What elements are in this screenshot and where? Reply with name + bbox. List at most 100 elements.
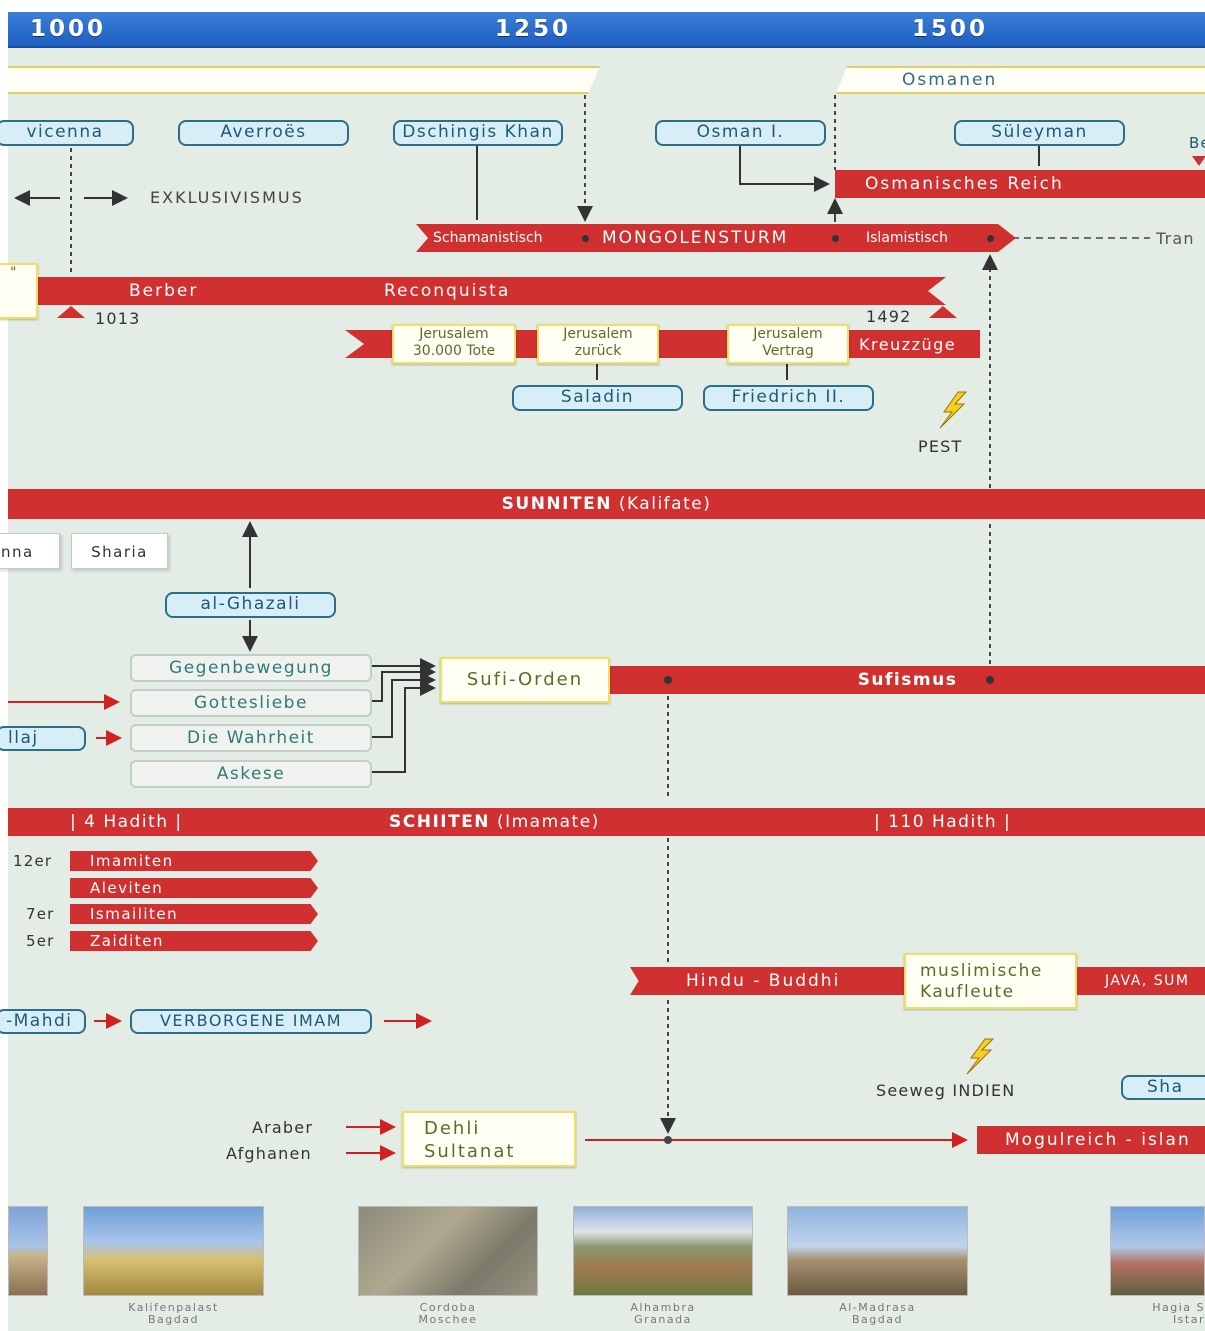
kreuzzuege-label: Kreuzzüge — [859, 335, 957, 354]
sunniten-rest: (Kalifate) — [618, 494, 712, 514]
band-sunniten: SUNNITEN (Kalifate) — [8, 489, 1205, 519]
thumbnail-kalifenpalast[interactable] — [83, 1206, 264, 1296]
caption-kalifenpalast-line2: Bagdad — [148, 1313, 199, 1326]
year-1013: 1013 — [95, 309, 141, 328]
box-jerusalem-tote-line1: Jerusalem — [419, 326, 489, 342]
schiiten-110-hadith: | 110 Hadith | — [874, 812, 1012, 832]
band-imamiten: Imamiten — [70, 851, 318, 871]
box-muslimische-kaufleute: muslimische Kaufleute — [904, 953, 1077, 1009]
thumbnail-cordoba[interactable] — [358, 1206, 538, 1296]
triangle-marker — [1192, 156, 1205, 166]
sufismus-dot-2 — [986, 676, 994, 684]
caption-alhambra-line1: Alhambra — [630, 1301, 696, 1314]
person-osman[interactable]: Osman I. — [655, 120, 826, 146]
box-jerusalem-vertrag: Jerusalem Vertrag — [727, 324, 849, 364]
tab-sharia[interactable]: Sharia — [71, 533, 168, 569]
trans-partial-label: Tran — [1156, 229, 1195, 248]
box-die-wahrheit: Die Wahrheit — [130, 724, 372, 752]
box-jerusalem-vertrag-line1: Jerusalem — [753, 326, 823, 342]
schia-num-12er: 12er — [13, 852, 53, 870]
band-osmanisches-reich: Osmanisches Reich — [835, 170, 1205, 198]
band-zaiditen: Zaiditen — [70, 931, 318, 951]
year-label-1250: 1250 — [495, 16, 572, 42]
thumbnail-al-madrasa[interactable] — [787, 1206, 968, 1296]
sufismus-dot-1 — [664, 676, 672, 684]
box-sufi-orden: Sufi-Orden — [440, 657, 610, 703]
person-al-ghazali[interactable]: al-Ghazali — [165, 592, 336, 618]
marker-1013 — [57, 306, 85, 318]
person-hallaj[interactable]: llaj — [0, 726, 86, 751]
box-jerusalem-tote-line2: 30.000 Tote — [412, 343, 496, 359]
box-jerusalem-tote: Jerusalem 30.000 Tote — [392, 324, 516, 364]
person-averroes[interactable]: Averroës — [178, 120, 349, 146]
caption-alhambra-line2: Granada — [634, 1313, 692, 1326]
schiiten-4-hadith: | 4 Hadith | — [70, 812, 183, 832]
banner-left — [8, 66, 600, 94]
mongol-dot-1 — [582, 235, 589, 242]
tab-sunna[interactable]: nna — [0, 533, 60, 569]
kaufleute-line2: Kaufleute — [920, 982, 1015, 1002]
box-verborgene-imam[interactable]: VERBORGENE IMAM — [130, 1009, 372, 1034]
year-1492: 1492 — [866, 307, 912, 326]
thumbnail-alhambra[interactable] — [573, 1206, 753, 1296]
afghanen-label: Afghanen — [226, 1144, 312, 1163]
marker-1492 — [929, 306, 957, 318]
caption-al-madrasa-line2: Bagdad — [852, 1313, 903, 1326]
band-berber: Berber — [8, 277, 358, 305]
sunniten-bold: SUNNITEN — [501, 494, 612, 514]
person-sha-partial[interactable]: Sha — [1121, 1075, 1205, 1100]
mongol-left-label: Schamanistisch — [433, 230, 543, 246]
box-jerusalem-vertrag-line2: Vertrag — [762, 343, 814, 359]
caption-hagia-line1: Hagia S — [1152, 1301, 1205, 1314]
banner-osmanen-label: Osmanen — [902, 70, 998, 90]
kaufleute-line1: muslimische — [920, 961, 1043, 981]
box-jerusalem-zurueck-line2: zurück — [574, 343, 622, 359]
caption-cordoba-line2: Moschee — [418, 1313, 478, 1326]
seeweg-label: Seeweg INDIEN — [876, 1081, 1016, 1100]
araber-label: Araber — [252, 1118, 314, 1137]
band-mongolensturm: Schamanistisch MONGOLENSTURM Islamistisc… — [416, 224, 1016, 252]
band-schiiten: | 4 Hadith | SCHIITEN (Imamate) | 110 Ha… — [8, 808, 1205, 836]
box-gottesliebe: Gottesliebe — [130, 689, 372, 717]
caption-al-madrasa-line1: Al-Madrasa — [839, 1301, 916, 1314]
caption-al-madrasa: Al-Madrasa Bagdad — [787, 1302, 968, 1326]
person-sueleyman[interactable]: Süleyman — [954, 120, 1125, 146]
band-sufismus: Sufismus — [610, 666, 1205, 694]
band-aleviten: Aleviten — [70, 878, 318, 898]
box-dehli-sultanat: Dehli Sultanat — [402, 1111, 576, 1167]
box-jerusalem-zurueck: Jerusalem zurück — [537, 324, 659, 364]
year-label-1000: 1000 — [30, 16, 107, 42]
person-friedrich[interactable]: Friedrich II. — [703, 385, 874, 411]
mongol-center-label: MONGOLENSTURM — [602, 228, 789, 248]
yellow-box-partial: " — [0, 263, 38, 319]
dehli-line1: Dehli — [424, 1118, 481, 1139]
caption-cordoba-line1: Cordoba — [419, 1301, 477, 1314]
lightning-icon-seeweg — [966, 1038, 995, 1075]
caption-hagia-sophia: Hagia S Istar — [1110, 1302, 1205, 1326]
lightning-icon-pest — [939, 391, 968, 429]
box-jerusalem-zurueck-line1: Jerusalem — [563, 326, 633, 342]
schia-num-5er: 5er — [26, 932, 55, 950]
caption-hagia-line2: Istar — [1172, 1313, 1205, 1326]
person-avicenna[interactable]: vicenna — [0, 120, 134, 146]
mongol-dot-3 — [987, 235, 994, 242]
box-askese: Askese — [130, 760, 372, 788]
person-mahdi[interactable]: -Mahdi — [0, 1009, 86, 1034]
person-be-partial[interactable]: Be — [1189, 134, 1205, 152]
year-label-1500: 1500 — [912, 16, 989, 42]
mongol-dot-2 — [832, 235, 839, 242]
person-dschingis-khan[interactable]: Dschingis Khan — [393, 120, 563, 146]
banner-osmanen: Osmanen — [836, 66, 1205, 94]
person-saladin[interactable]: Saladin — [512, 385, 683, 411]
band-mogulreich: Mogulreich - islan — [977, 1126, 1205, 1154]
caption-kalifenpalast: Kalifenpalast Bagdad — [83, 1302, 264, 1326]
schiiten-title: SCHIITEN (Imamate) — [389, 808, 600, 836]
thumbnail-partial-left[interactable] — [8, 1206, 48, 1296]
dehli-line2: Sultanat — [424, 1141, 516, 1162]
box-gegenbewegung: Gegenbewegung — [130, 654, 372, 682]
schiiten-bold: SCHIITEN — [389, 812, 491, 832]
thumbnail-hagia-sophia[interactable] — [1110, 1206, 1205, 1296]
